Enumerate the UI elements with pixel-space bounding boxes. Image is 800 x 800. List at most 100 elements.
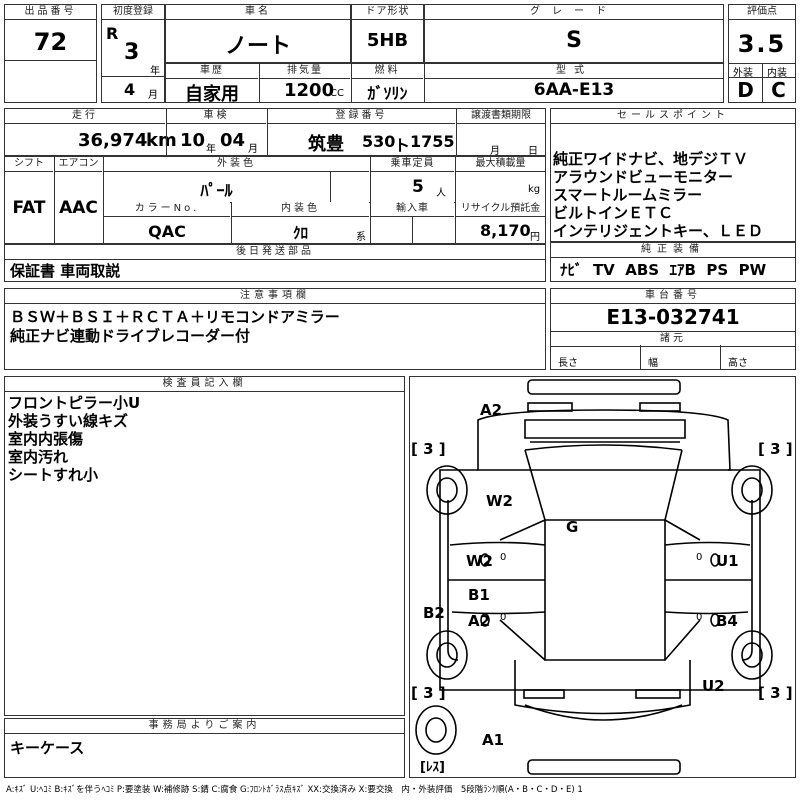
- ext-color-header: 外装色: [104, 157, 369, 172]
- damage-diagram-box: [409, 376, 796, 778]
- chassis-no-header: 車台番号: [551, 289, 795, 304]
- mark-g: G: [566, 518, 579, 536]
- exterior-label: 外装: [733, 68, 753, 79]
- inspection-month: 04: [220, 130, 246, 151]
- inspection-year-unit: 年: [206, 144, 216, 155]
- car-name-box: [165, 4, 351, 63]
- chassis-no: E13-032741: [606, 305, 740, 329]
- reg-no-kana: ト: [394, 136, 411, 155]
- inspector-note-4: 室内汚れ: [8, 448, 69, 466]
- recycle-header: リサイクル預託金: [456, 202, 545, 217]
- inspector-note-1: フロントピラー小U: [8, 394, 141, 412]
- sales-point-3: スマートルームミラー: [553, 186, 703, 204]
- tire-fl-depth: [ 3 ]: [411, 440, 446, 458]
- int-color-header: 内装色: [232, 202, 369, 217]
- displacement: 1200: [284, 80, 335, 101]
- first-reg-month-unit: 月: [148, 90, 158, 101]
- mirror-mark-1: 0: [500, 552, 507, 563]
- displacement-unit: CC: [330, 88, 344, 99]
- interior-label: 内装: [767, 68, 787, 79]
- spec-height: 高さ: [728, 358, 748, 369]
- mirror-mark-2: 0: [696, 552, 703, 563]
- sales-point-1: 純正ワイドナビ、地デジＴＶ: [553, 150, 749, 168]
- mileage: 36,974: [78, 130, 148, 151]
- legend: A:ｷｽﾞ U:ﾍｺﾐ B:ｷｽﾞを伴うﾍｺﾐ P:要塗装 W:補修跡 S:錆 …: [6, 785, 583, 795]
- office-header: 事務局よりご案内: [5, 719, 404, 734]
- inspection-month-unit: 月: [248, 144, 258, 155]
- aircon-header: エアコン: [55, 157, 102, 172]
- inspection-year: 10: [180, 130, 206, 151]
- mirror-mark-4: 0: [696, 612, 703, 623]
- score-header: 評価点: [729, 5, 795, 20]
- mark-u1: U1: [716, 552, 739, 570]
- door-box: [351, 4, 424, 63]
- interior-score: C: [771, 78, 786, 102]
- mark-a1: A1: [482, 731, 505, 749]
- score: 3.5: [737, 30, 787, 58]
- fuel: ｶﾞｿﾘﾝ: [367, 84, 408, 103]
- transfer-docs-day-unit: 日: [528, 146, 538, 157]
- color-no-header: カラーNo.: [104, 202, 230, 217]
- mileage-unit: km: [146, 130, 177, 151]
- mileage-header: 走行: [5, 109, 165, 124]
- grade-box: [424, 4, 724, 63]
- max-load-unit: kg: [528, 184, 541, 195]
- later-parts-header: 後日発送部品: [5, 245, 545, 260]
- later-parts: 保証書 車両取説: [10, 262, 121, 280]
- recycle-unit: 円: [530, 232, 540, 243]
- mark-b1: B1: [468, 586, 490, 604]
- model-type-header: 型式: [425, 64, 723, 79]
- displacement-header: 排気量: [260, 64, 350, 79]
- reg-no-header: 登録番号: [268, 109, 455, 124]
- transfer-docs-month-unit: 月: [490, 146, 500, 157]
- tire-rr-depth: [ 3 ]: [758, 684, 793, 702]
- shift-header: シフト: [5, 157, 53, 172]
- reg-no-area: 筑豊: [308, 134, 344, 155]
- ext-color: ﾊﾟｰﾙ: [200, 181, 233, 200]
- capacity: 5: [412, 177, 424, 197]
- notes-line-1: ＢＳＷ＋ＢＳＩ＋ＲＣＴＡ＋リモコンドアミラー: [10, 308, 340, 326]
- spec-width: 幅: [648, 358, 658, 369]
- spec-length: 長さ: [558, 358, 578, 369]
- office-text: キーケース: [10, 739, 85, 757]
- history: 自家用: [185, 84, 239, 105]
- capacity-header: 乗車定員: [371, 157, 454, 172]
- mark-a2-left: A2: [468, 612, 491, 630]
- tire-rl-depth: [ 3 ]: [411, 684, 446, 702]
- color-no: QAC: [148, 222, 186, 241]
- first-reg-year: 3: [124, 40, 140, 65]
- grade-header: グレード: [425, 5, 723, 20]
- max-load-header: 最大積載量: [456, 157, 545, 172]
- inspector-note-5: シートすれ小: [8, 466, 99, 484]
- mark-w2-left: W2: [466, 552, 493, 570]
- int-color-unit: 系: [356, 232, 366, 243]
- sales-points-header: セールスポイント: [551, 109, 795, 124]
- exterior-score: D: [737, 78, 754, 102]
- mark-u2: U2: [702, 677, 725, 695]
- int-color: ｸﾛ: [292, 224, 308, 242]
- sales-point-4: ビルトインＥＴＣ: [553, 204, 674, 222]
- reg-no-class: 530: [362, 132, 396, 151]
- notes-line-2: 純正ナビ連動ドライブレコーダー付: [10, 327, 251, 345]
- door-header: ドア形状: [352, 5, 423, 20]
- inspector-header: 検査員記入欄: [5, 377, 404, 392]
- model-type: 6AA-E13: [533, 80, 615, 100]
- score-box: [728, 4, 796, 103]
- inspection-header: 車検: [167, 109, 266, 124]
- genuine-equip: ﾅﾋﾞ TV ABS ｴｱB PS PW: [560, 261, 767, 279]
- history-header: 車歴: [166, 64, 258, 79]
- tire-fr-depth: [ 3 ]: [758, 440, 793, 458]
- lot-no-box: [4, 4, 97, 103]
- car-name-header: 車名: [166, 5, 350, 20]
- sales-point-5: インテリジェントキー、ＬＥＤ: [553, 222, 763, 240]
- first-reg-year-unit: 年: [150, 66, 160, 77]
- recycle: 8,170: [480, 221, 531, 240]
- shift: FAT: [12, 198, 46, 218]
- sales-point-2: アラウンドビューモニター: [553, 168, 734, 186]
- first-reg-era: R: [106, 24, 119, 43]
- mark-b2: B2: [423, 604, 445, 622]
- lot-no: 72: [33, 28, 68, 56]
- mirror-mark-3: 0: [500, 612, 507, 623]
- transfer-docs-header: 譲渡書類期限: [457, 109, 545, 124]
- inspector-note-3: 室内内張傷: [8, 430, 84, 448]
